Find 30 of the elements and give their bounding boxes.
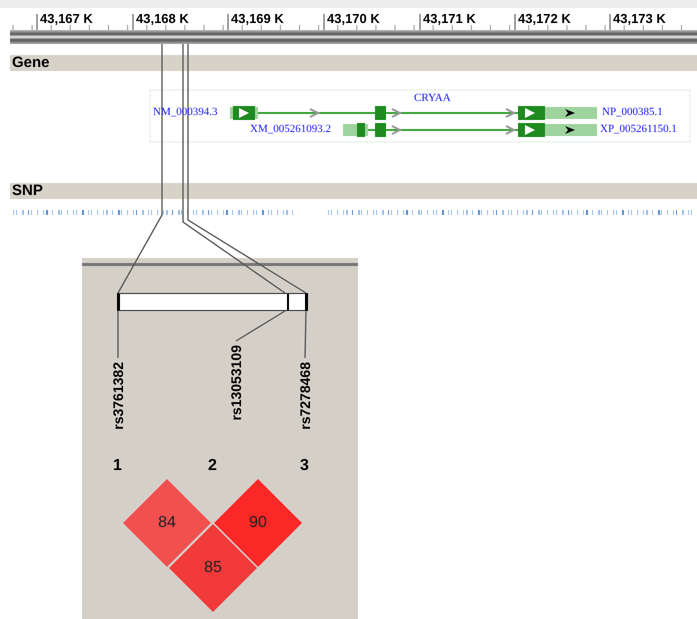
snp-id: rs7278468	[298, 362, 312, 430]
ld-value: 84	[157, 514, 177, 532]
transcript-label: CRYAA	[414, 93, 451, 104]
snp-number: 2	[208, 458, 217, 474]
scale-label: 43,169 K	[231, 12, 284, 25]
snp-number: 1	[113, 458, 122, 474]
snp-id: rs13053109	[229, 345, 243, 421]
track-title: SNP	[12, 183, 43, 198]
ld-value: 85	[203, 559, 223, 577]
transcript-label: XM_005261093.2	[250, 124, 331, 135]
scale-label: 43,170 K	[327, 12, 380, 25]
snp-id: rs3761382	[111, 362, 125, 430]
connector-line	[117, 44, 163, 294]
leader-line	[236, 310, 286, 342]
leader-line	[304, 310, 307, 358]
connector-line	[182, 44, 286, 294]
scale-label: 43,168 K	[136, 12, 189, 25]
track-title: Gene	[12, 55, 50, 70]
connector-line	[187, 44, 306, 294]
transcript-label: XP_005261150.1	[600, 124, 677, 135]
scale-label: 43,173 K	[613, 12, 666, 25]
scale-label: 43,167 K	[40, 12, 93, 25]
haplotype-block-bar	[117, 293, 308, 311]
ld-value: 90	[248, 514, 268, 532]
leader-line	[117, 311, 119, 358]
ruler-bar	[10, 30, 697, 44]
transcript-label: NP_000385.1	[602, 107, 663, 118]
scale-label: 43,171 K	[423, 12, 476, 25]
scale-label: 43,172 K	[518, 12, 571, 25]
snp-number: 3	[300, 458, 309, 474]
